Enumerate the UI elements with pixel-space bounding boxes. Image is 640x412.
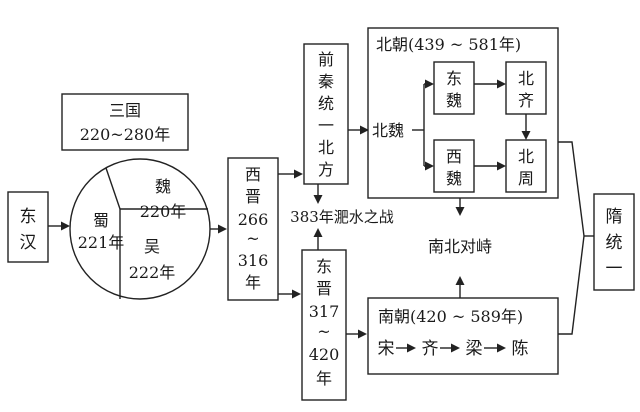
three-kingdoms-pie: 魏 220年 蜀 221年 吴 222年 (69, 158, 211, 300)
song-dynasty: 宋 (378, 339, 395, 359)
arrow-han-to-pie (48, 221, 70, 231)
sui-l1: 隋 (606, 207, 623, 227)
shu-year: 221年 (78, 233, 125, 252)
arrow-eastern-jin-to-southern (346, 329, 367, 339)
wu-name: 吴 (144, 237, 160, 256)
wei-name: 魏 (155, 177, 171, 196)
sui-l2: 统 (606, 233, 623, 253)
northern-wei-label: 北魏 (372, 121, 404, 140)
eastern-jin-l2: 晋 (316, 279, 332, 298)
arrow-north-to-confrontation (455, 198, 465, 216)
eastern-jin-l3: 317 (309, 302, 340, 321)
northern-qi-l2: 齐 (518, 91, 534, 110)
wei-year: 220年 (140, 202, 187, 221)
eastern-jin-l6: 年 (316, 369, 332, 388)
western-jin-l1: 西 (245, 165, 261, 184)
northern-dynasties-title: 北朝(439 ~ 581年) (376, 35, 521, 54)
northern-dynasties-box: 北朝(439 ~ 581年) 北魏 东 魏 西 魏 北 齐 北 周 (367, 27, 559, 199)
southern-dynasties-title: 南朝(420 ~ 589年) (378, 307, 523, 326)
eastern-jin-box: 东 晋 317 ~ 420 年 (301, 249, 347, 401)
eastern-wei-l1: 东 (446, 69, 462, 88)
former-qin-l5: 北 (318, 138, 334, 157)
former-qin-l4: 一 (318, 116, 334, 135)
sui-l3: 一 (606, 259, 623, 279)
sui-unification-box: 隋 统 一 (593, 193, 635, 291)
arrow-eastern-jin-to-battle (313, 228, 323, 250)
shu-name: 蜀 (93, 211, 109, 230)
eastern-jin-l5: 420 (309, 345, 340, 364)
three-kingdoms-box: 三国 220~280年 (61, 93, 189, 151)
southern-dynasties-box: 南朝(420 ~ 589年) 宋 齐 梁 陈 (367, 297, 559, 375)
former-qin-l1: 前 (318, 50, 334, 69)
unification-bracket (558, 141, 594, 335)
eastern-jin-l1: 东 (316, 257, 332, 276)
western-jin-l4: ~ (246, 229, 259, 248)
battle-of-fei-river-label: 383年淝水之战 (290, 208, 394, 226)
western-jin-l6: 年 (245, 273, 261, 292)
liang-dynasty: 梁 (466, 339, 483, 359)
arrow-western-jin-to-former-qin (278, 169, 303, 179)
three-kingdoms-title: 三国 (109, 101, 141, 120)
eastern-jin-l4: ~ (317, 322, 330, 341)
arrow-western-jin-to-eastern-jin (278, 289, 301, 299)
chen-dynasty: 陈 (512, 339, 529, 359)
eastern-han-line1: 东 (20, 207, 37, 227)
northern-zhou-l1: 北 (518, 147, 534, 166)
arrow-south-to-confrontation (455, 276, 465, 298)
western-jin-l2: 晋 (245, 187, 261, 206)
qi-dynasty: 齐 (422, 339, 439, 359)
western-wei-l1: 西 (446, 147, 462, 166)
three-kingdoms-period: 220~280年 (80, 125, 171, 144)
northern-zhou-l2: 周 (518, 169, 534, 188)
former-qin-l3: 统 (318, 94, 334, 113)
former-qin-l2: 秦 (318, 72, 334, 91)
arrow-former-qin-to-battle (313, 184, 323, 204)
north-south-confrontation-label: 南北对峙 (428, 237, 492, 256)
northern-qi-l1: 北 (518, 69, 534, 88)
former-qin-l6: 方 (318, 160, 334, 179)
arrow-pie-to-western-jin (210, 224, 227, 234)
western-wei-l2: 魏 (446, 169, 462, 188)
western-jin-l5: 316 (238, 251, 269, 270)
former-qin-box: 前 秦 统 一 北 方 (303, 43, 349, 185)
eastern-wei-l2: 魏 (446, 91, 462, 110)
wu-year: 222年 (129, 263, 176, 282)
arrow-former-qin-to-northern-wei (348, 125, 369, 135)
western-jin-box: 西 晋 266 ~ 316 年 (227, 157, 279, 301)
western-jin-l3: 266 (238, 210, 269, 229)
eastern-han-box: 东 汉 (7, 191, 49, 263)
eastern-han-line2: 汉 (20, 233, 37, 253)
